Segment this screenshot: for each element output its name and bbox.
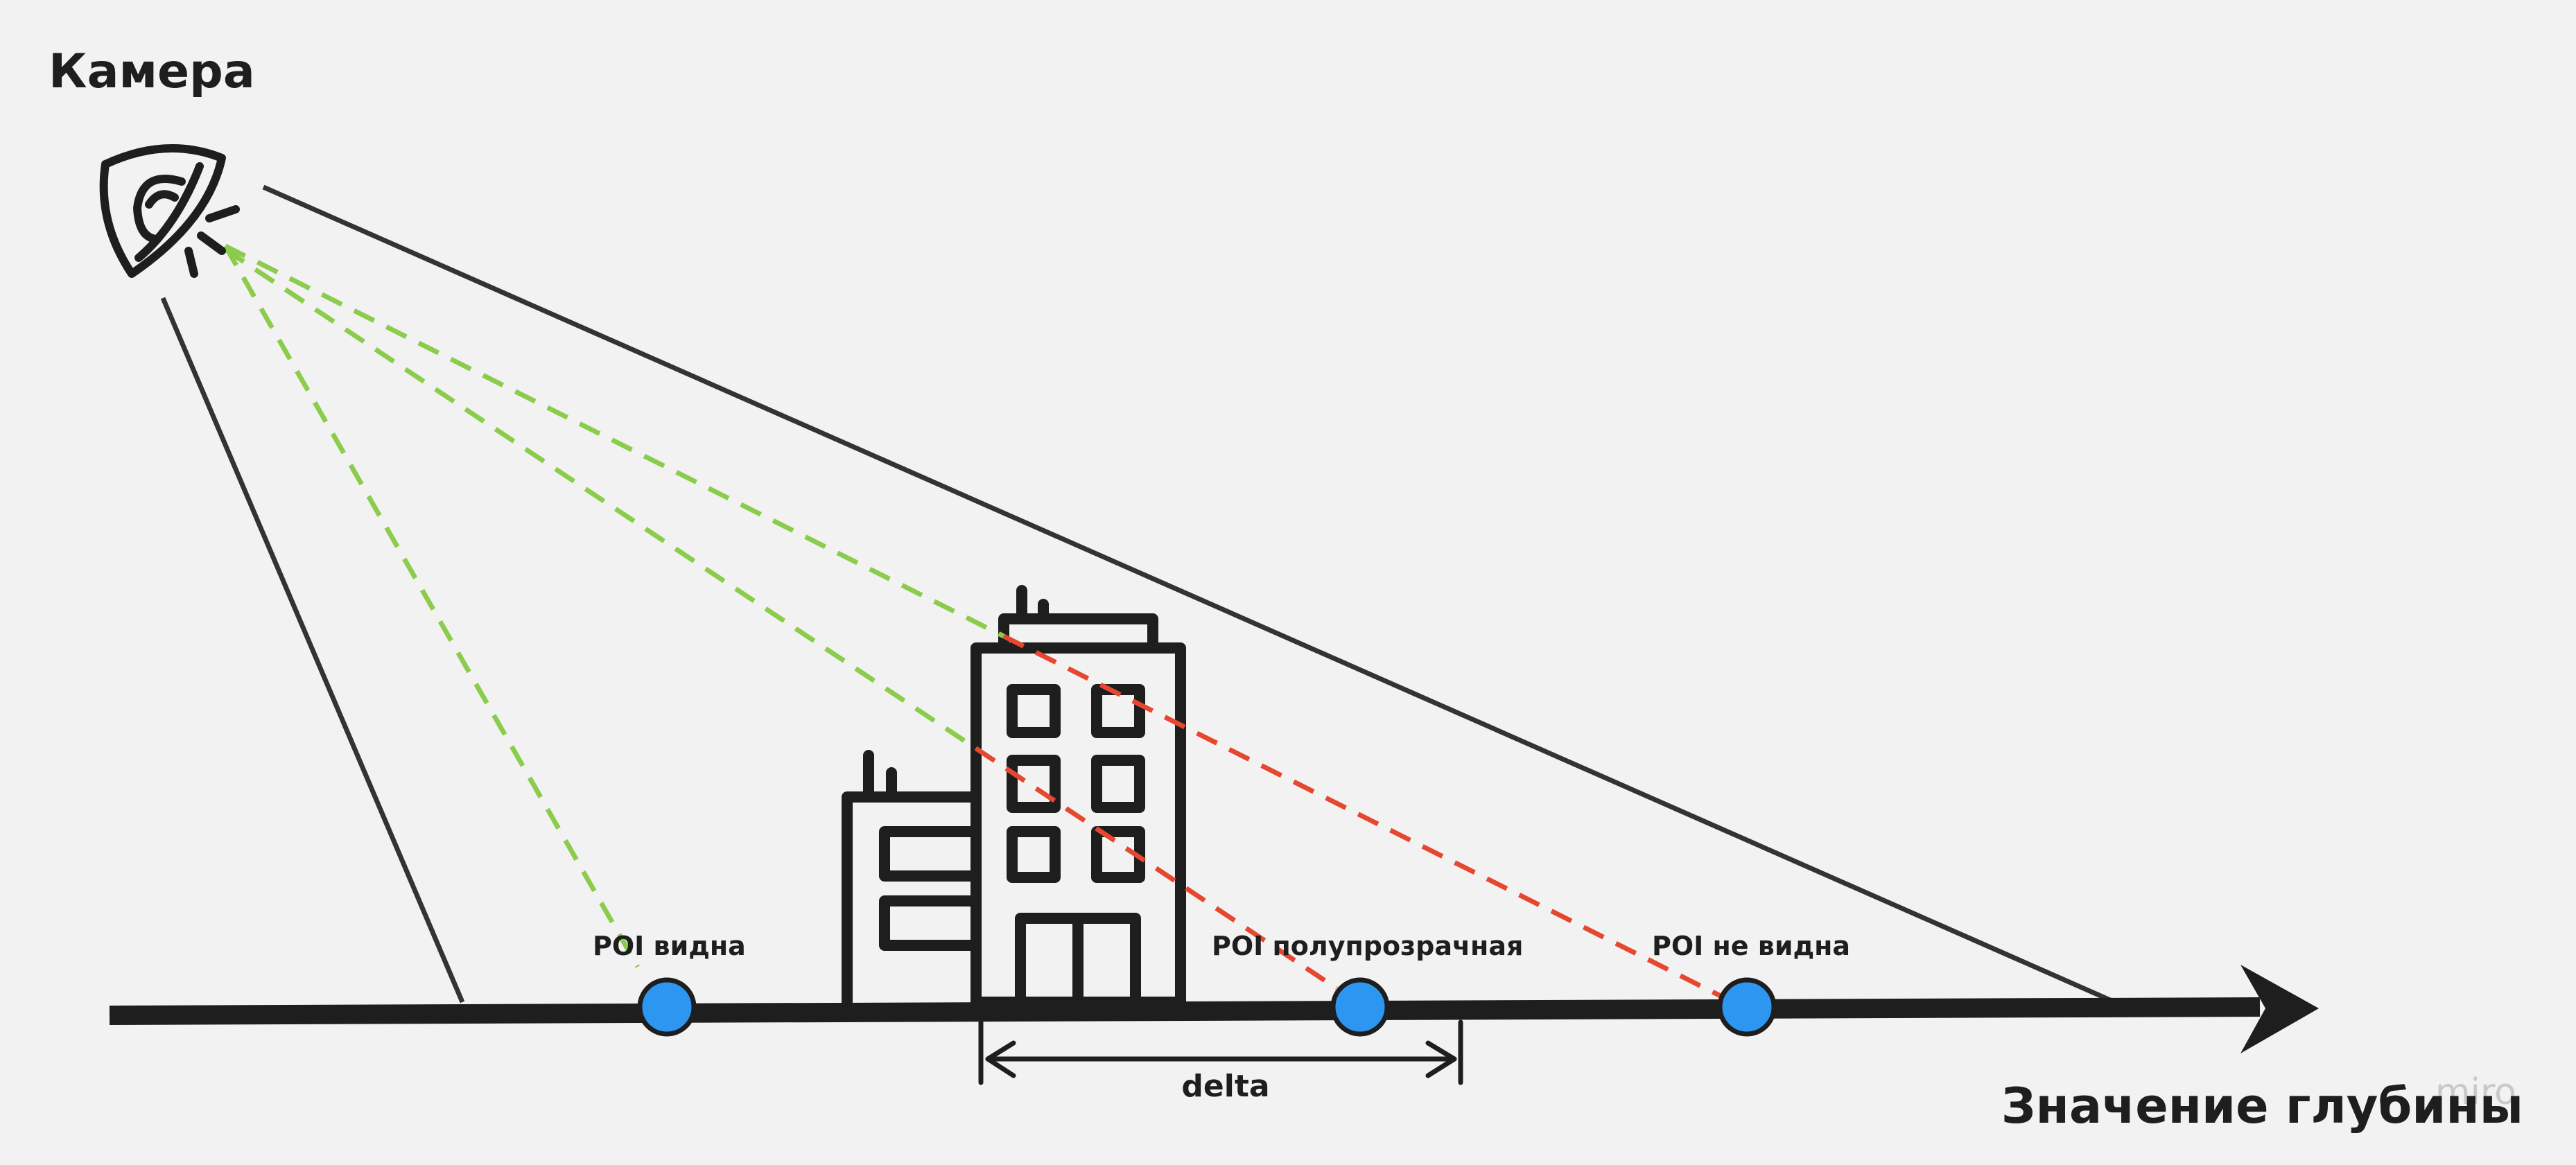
delta-dimension	[978, 1019, 1463, 1085]
delta-right-arrow	[1425, 1040, 1457, 1078]
poi-semi-transparent-marker	[1330, 977, 1390, 1037]
poi-not-visible-label: POI не видна	[1652, 931, 1850, 961]
camera-label: Камера	[49, 44, 255, 99]
visible-sight-rays	[223, 243, 1005, 968]
ray-to-poi-visible	[223, 245, 641, 968]
poi-visible-label: POI видна	[593, 931, 746, 961]
frustum-far-line	[262, 184, 2123, 1008]
building-icon	[842, 585, 1186, 1008]
delta-left-arrow	[985, 1040, 1016, 1078]
ray-to-poi-hidden-green	[224, 243, 1005, 639]
depth-axis-line	[109, 997, 2261, 1025]
ray-to-poi-hidden-red	[1002, 633, 1726, 1001]
occluded-sight-rays	[975, 633, 1726, 1001]
eye-icon	[99, 143, 240, 278]
poi-semi-transparent-label: POI полупрозрачная	[1212, 931, 1523, 961]
delta-label: delta	[1181, 1069, 1269, 1104]
poi-visible-marker	[637, 977, 697, 1037]
poi-not-visible-marker	[1717, 977, 1777, 1037]
depth-axis-label: Значение глубины	[2001, 1078, 2523, 1135]
watermark: miro	[2435, 1071, 2516, 1113]
depth-axis-arrowhead	[2240, 965, 2319, 1053]
frustum-near-line	[160, 297, 465, 1004]
ray-to-poi-semi-red	[975, 746, 1338, 990]
ray-to-poi-semi-green	[224, 247, 977, 751]
